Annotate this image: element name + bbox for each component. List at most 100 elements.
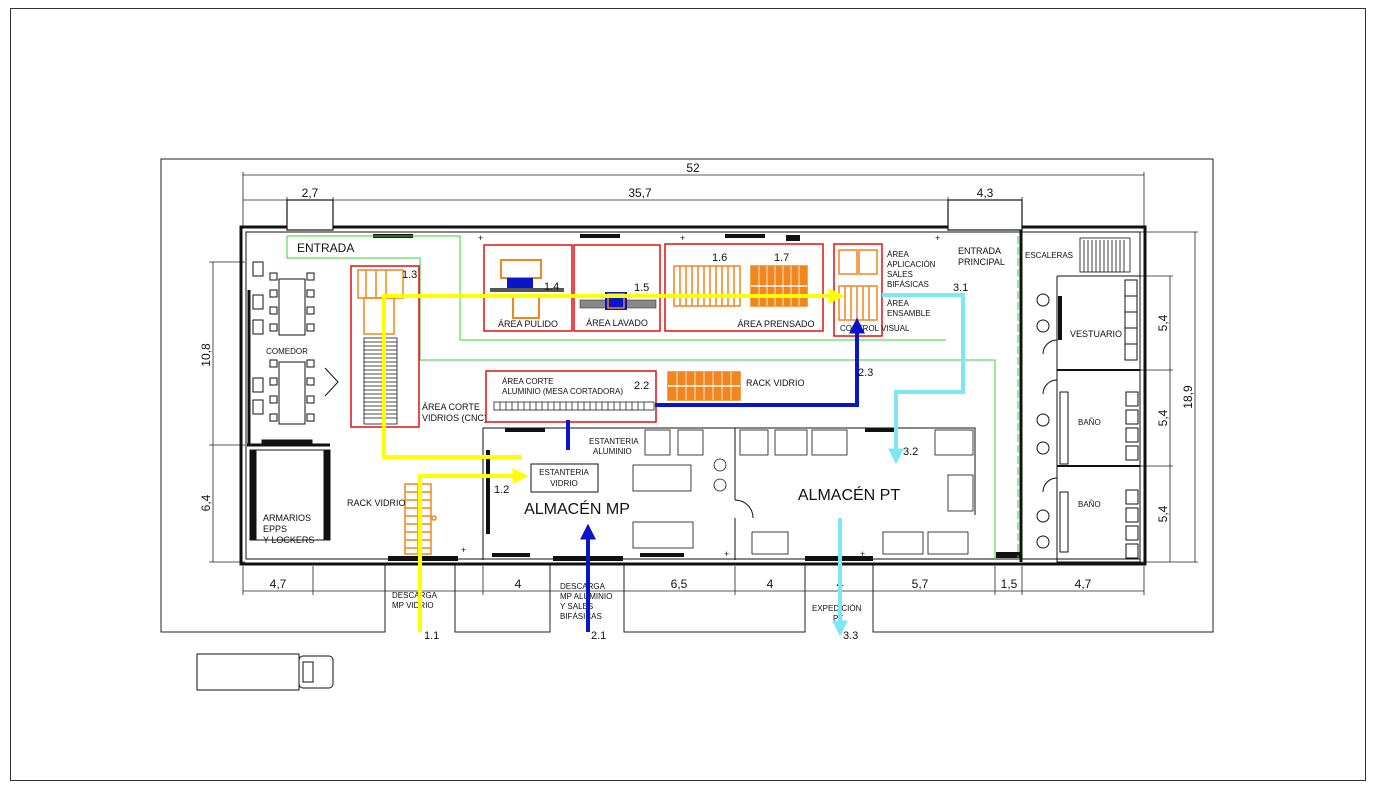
dim-bottom-2: 4 — [515, 577, 522, 591]
step-1-7: 1.7 — [774, 252, 789, 264]
dim-bottom-4: 4 — [767, 577, 774, 591]
bano-1-label: BAÑO — [1078, 418, 1101, 427]
dim-bottom-6: 5,7 — [912, 577, 929, 591]
main-entrance-recess — [947, 199, 1023, 231]
svg-text:+: + — [724, 549, 729, 559]
estanteria-aluminio-label-2: ALUMINIO — [593, 447, 632, 456]
aisle-lines — [286, 235, 1019, 560]
svg-text:+: + — [935, 233, 940, 243]
drawing-frame — [10, 8, 1366, 781]
cnc-machine — [357, 269, 404, 335]
step-3-2: 3.2 — [903, 446, 918, 458]
step-1-4: 1.4 — [544, 281, 559, 293]
lockers — [249, 439, 331, 541]
svg-text:+: + — [860, 549, 865, 559]
entrada-principal-label-1: ENTRADA — [958, 246, 1001, 256]
step-1-6: 1.6 — [712, 252, 727, 264]
control-visual-label: CONTROL VISUAL — [840, 324, 910, 333]
dim-left-2: 6,4 — [199, 494, 213, 511]
aplicacion-machine — [838, 249, 878, 321]
almacen-shelves — [632, 429, 974, 555]
almacen-mp-label: ALMACÉN MP — [524, 499, 630, 518]
armarios-label-2: EPPS — [263, 524, 287, 534]
expedicion-label-1: EXPEDICIÓN — [812, 604, 862, 613]
restroom-walls — [1042, 275, 1141, 563]
roller-conveyor — [363, 337, 398, 425]
area-aplicacion-box — [833, 243, 883, 337]
flow-product — [832, 293, 965, 637]
area-corte-vidrios-label-2: VIDRIOS (CNC) — [422, 413, 487, 423]
svg-text:+: + — [680, 233, 685, 243]
rack-vidrio-center-label: RACK VIDRIO — [746, 378, 805, 388]
step-1-1: 1.1 — [424, 630, 439, 642]
area-pulido-box — [483, 244, 573, 332]
step-3-1: 3.1 — [953, 282, 968, 294]
dim-top-2: 35,7 — [628, 186, 652, 200]
entrada-principal-label-2: PRINCIPAL — [958, 257, 1005, 267]
area-aplicacion-label-3: SALES — [887, 270, 913, 279]
sinks-toilets — [1036, 293, 1139, 559]
dim-right-3: 5,4 — [1156, 505, 1170, 522]
armarios-label-3: Y LOCKERS — [263, 535, 314, 545]
pulido-machine — [490, 259, 564, 319]
area-prensado-label: ÁREA PRENSADO — [737, 319, 814, 329]
prensado-tables — [673, 235, 808, 307]
truck-icon — [196, 653, 334, 691]
dim-right-outer: 18,9 — [1181, 385, 1195, 409]
rack-vidrio-left-label: RACK VIDRIO — [347, 498, 406, 508]
dim-top-3: 4,3 — [977, 186, 994, 200]
vestuario-label: VESTUARIO — [1070, 329, 1122, 339]
descarga-vidrio-label-2: MP VIDRIO — [392, 601, 434, 610]
area-pulido-label: ÁREA PULIDO — [498, 319, 558, 329]
area-ensamble-label-1: ÁREA — [887, 299, 909, 308]
escaleras-label: ESCALERAS — [1025, 251, 1073, 260]
aluminio-cutting-table — [493, 401, 655, 411]
stairs — [1079, 237, 1131, 273]
step-2-1: 2.1 — [591, 630, 606, 642]
armarios-label-1: ARMARIOS — [263, 513, 311, 523]
dim-left-1: 10,8 — [199, 343, 213, 367]
area-corte-aluminio-label-1: ÁREA CORTE — [502, 377, 553, 386]
bano-2-label: BAÑO — [1078, 500, 1101, 509]
descarga-aluminio-label-1: DESCARGA — [560, 582, 606, 591]
step-1-3: 1.3 — [402, 269, 417, 281]
dim-right-1: 5,4 — [1156, 314, 1170, 331]
svg-text:+: + — [461, 545, 466, 555]
flow-glass — [382, 288, 845, 632]
step-3-3: 3.3 — [843, 630, 858, 642]
step-1-5: 1.5 — [634, 282, 649, 294]
dim-bottom-8: 4,7 — [1075, 577, 1092, 591]
entrada-label: ENTRADA — [297, 241, 354, 255]
area-aplicacion-label-4: BIFÁSICAS — [887, 280, 929, 289]
estanteria-vidrio-label-2: VIDRIO — [550, 479, 578, 488]
area-corte-aluminio-box — [485, 370, 657, 423]
estanteria-aluminio-label-1: ESTANTERIA — [589, 437, 639, 446]
area-corte-vidrios-label-1: ÁREA CORTE — [422, 402, 480, 412]
flow-aluminium — [566, 317, 865, 632]
area-ensamble-label-2: ENSAMBLE — [887, 309, 931, 318]
estanteria-vidrio-box — [530, 463, 599, 493]
area-aplicacion-label-2: APLICACIÓN — [887, 260, 936, 269]
dim-bottom-1: 4,7 — [270, 577, 287, 591]
dining-tables — [252, 261, 339, 425]
dim-top-1: 2,7 — [302, 186, 319, 200]
entrance-recess — [286, 199, 334, 231]
step-2-2: 2.2 — [634, 380, 649, 392]
dim-total: 52 — [686, 161, 700, 175]
descarga-aluminio-label-3: Y SALES — [560, 602, 593, 611]
dim-bottom-7: 1,5 — [1001, 577, 1018, 591]
step-1-2: 1.2 — [494, 484, 509, 496]
estanteria-vidrio-label-1: ESTANTERIA — [539, 468, 589, 477]
comedor-label: COMEDOR — [266, 347, 308, 356]
area-lavado-box — [573, 244, 661, 332]
bottom-dimensions — [242, 566, 1145, 595]
area-corte-aluminio-label-2: ALUMINIO (MESA CORTADORA) — [502, 387, 623, 396]
building-outer-wall — [239, 225, 1147, 566]
almacen-walls — [482, 427, 976, 560]
column-markers: ++ ++ ++ — [461, 233, 940, 559]
area-prensado-box — [664, 243, 824, 332]
almacen-pt-label: ALMACÉN PT — [798, 485, 900, 504]
area-aplicacion-label-1: ÁREA — [887, 250, 909, 259]
step-2-3: 2.3 — [858, 367, 873, 379]
